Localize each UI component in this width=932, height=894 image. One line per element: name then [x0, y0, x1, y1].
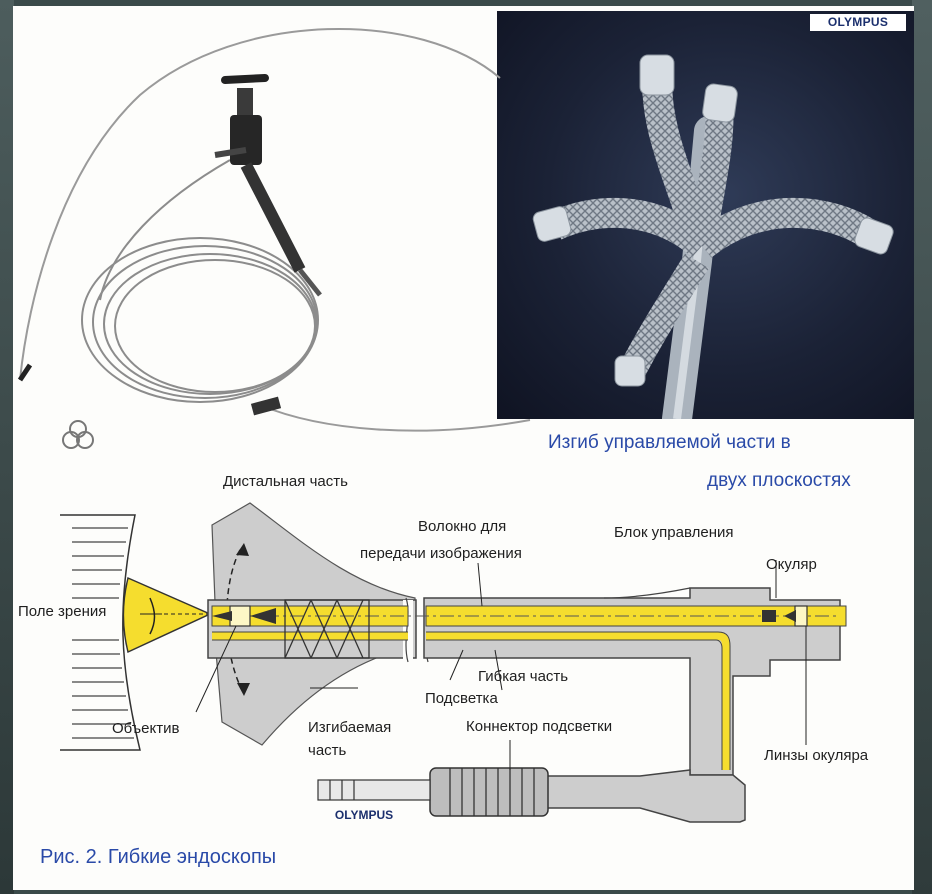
label-bendable-line1: Изгибаемая: [308, 719, 391, 737]
label-distal-part: Дистальная часть: [223, 473, 348, 491]
label-fiber-line2: передачи изображения: [360, 545, 522, 563]
manufacturer-logo-icon: [63, 421, 93, 448]
label-fiber-line1: Волокно для: [418, 518, 506, 536]
bending-caption-line1: Изгиб управляемой части в: [548, 432, 791, 454]
label-bendable-line2: часть: [308, 742, 346, 760]
label-flexible-part: Гибкая часть: [478, 668, 568, 686]
figure-caption: Рис. 2. Гибкие эндоскопы: [40, 846, 276, 869]
flexible-endoscope-illustration: [20, 29, 530, 448]
label-light-connector: Коннектор подсветки: [466, 718, 612, 736]
light-connector-plug: [430, 768, 548, 816]
label-eyepiece-lenses: Линзы окуляра: [764, 747, 868, 765]
label-control-block: Блок управления: [614, 524, 733, 542]
bending-caption-line2: двух плоскостях: [707, 470, 851, 492]
field-of-view-cone: [124, 578, 211, 652]
olympus-logo-connector: OLYMPUS: [316, 808, 412, 822]
label-field-of-view: Поле зрения: [18, 603, 106, 621]
label-objective: Объектив: [112, 720, 179, 738]
label-illumination: Подсветка: [425, 690, 498, 708]
label-eyepiece: Окуляр: [766, 556, 817, 574]
